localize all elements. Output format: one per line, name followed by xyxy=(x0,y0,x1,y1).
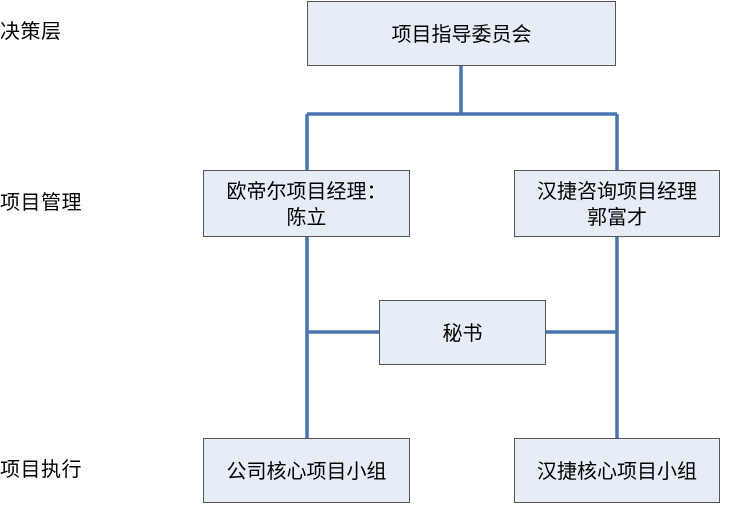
level-label-execution: 项目执行 xyxy=(0,457,82,481)
node-steering-committee: 项目指导委员会 xyxy=(307,1,616,66)
node-hanjie-project-manager: 汉捷咨询项目经理 郭富才 xyxy=(514,170,720,237)
node-company-core-team: 公司核心项目小组 xyxy=(203,438,410,503)
level-label-decision: 决策层 xyxy=(0,19,62,43)
level-label-management: 项目管理 xyxy=(0,190,82,214)
node-hanjie-core-team: 汉捷核心项目小组 xyxy=(514,438,720,503)
node-secretary: 秘书 xyxy=(379,300,546,365)
node-odier-project-manager: 欧帝尔项目经理： 陈立 xyxy=(203,170,410,237)
